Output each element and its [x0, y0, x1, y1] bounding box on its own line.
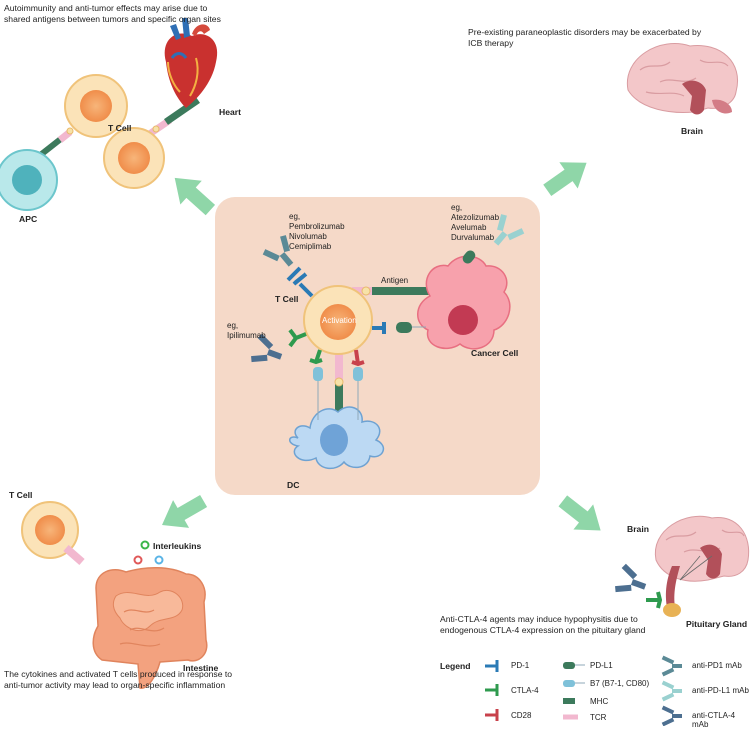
caption-bottom-right: Anti-CTLA-4 agents may induce hypophysit… — [440, 614, 645, 636]
label-t-cell-top: T Cell — [108, 123, 132, 133]
label-apc: APC — [19, 214, 38, 224]
arrow-top-right — [543, 162, 587, 197]
label-heart: Heart — [219, 107, 241, 117]
intestine-group — [21, 501, 208, 689]
interleukin-green — [140, 540, 150, 550]
legend-anti-ctla4: anti-CTLA-4 mAb — [692, 711, 736, 729]
cd28-receptor — [351, 349, 365, 367]
pituitary-gland — [663, 603, 681, 617]
anti-ctla4-antibody — [251, 333, 283, 363]
label-dc: DC — [287, 480, 300, 490]
label-pituitary: Pituitary Gland — [686, 619, 748, 629]
legend-tcr: TCR — [590, 713, 607, 722]
brain-pituitary-group — [615, 515, 750, 617]
central-mechanism — [251, 214, 525, 470]
interleukin-blue — [154, 555, 164, 565]
drugs-ctla4: eg, Ipilimumab — [227, 321, 266, 341]
pd1-receptor-top — [292, 272, 314, 298]
brain-top-right — [626, 43, 738, 115]
legend-pdl1: PD-L1 — [590, 661, 613, 670]
drug-line: Ipilimumab — [227, 331, 266, 340]
drug-line: eg, — [289, 212, 301, 221]
drug-line: Cemiplimab — [289, 242, 332, 251]
drug-line: Durvalumab — [451, 233, 495, 242]
interleukin-red — [133, 555, 143, 565]
drugs-pdl1: eg, Atezolizumab Avelumab Durvalumab — [451, 203, 499, 243]
legend-mhc: MHC — [590, 697, 609, 706]
arrow-bottom-left — [162, 494, 208, 528]
arrows — [162, 162, 601, 531]
drugs-pd1: eg, Pembrolizumab Nivolumab Cemiplimab — [289, 212, 345, 252]
ctla4-receptor — [288, 328, 307, 348]
drug-line: Pembrolizumab — [289, 222, 345, 231]
drug-line: eg, — [451, 203, 463, 212]
caption-line: anti-tumor activity may lead to organ-sp… — [4, 680, 226, 690]
label-t-cell-bottom: T Cell — [9, 490, 33, 500]
label-t-cell-center: T Cell — [275, 294, 299, 304]
label-interleukins: Interleukins — [153, 541, 202, 551]
caption-line: ICB therapy — [468, 38, 514, 48]
legend-anti-pdl1: anti-PD-L1 mAb — [692, 686, 749, 695]
legend-cd28: CD28 — [511, 711, 532, 720]
arrow-top-left — [174, 177, 216, 216]
legend-anti-pd1: anti-PD1 mAb — [692, 661, 742, 670]
arrow-bottom-right — [558, 495, 601, 531]
caption-line: shared antigens between tumors and speci… — [4, 14, 221, 24]
caption-bottom-left: The cytokines and activated T cells prod… — [4, 669, 232, 691]
label-cancer-cell: Cancer Cell — [471, 348, 519, 358]
anti-pdl1-antibody — [493, 214, 525, 246]
heart-illustration — [164, 18, 218, 108]
label-brain-bottom: Brain — [627, 524, 649, 534]
caption-top-left: Autoimmunity and anti-tumor effects may … — [4, 3, 221, 25]
label-activation: Activation — [322, 316, 357, 325]
drug-line: Nivolumab — [289, 232, 327, 241]
legend-title: Legend — [440, 661, 471, 671]
legend-pd1: PD-1 — [511, 661, 530, 670]
label-intestine: Intestine — [183, 663, 219, 673]
drug-line: Avelumab — [451, 223, 487, 232]
caption-line: Pre-existing paraneoplastic disorders ma… — [468, 27, 702, 37]
caption-line: Anti-CTLA-4 agents may induce hypophysit… — [440, 614, 638, 624]
anti-ctla4-antibody-br — [615, 563, 647, 593]
drug-line: eg, — [227, 321, 239, 330]
caption-line: Autoimmunity and anti-tumor effects may … — [4, 3, 208, 13]
legend-ctla4: CTLA-4 — [511, 686, 539, 695]
legend-b7: B7 (B7-1, CD80) — [590, 679, 650, 688]
legend-symbols — [485, 655, 682, 726]
label-antigen: Antigen — [381, 276, 409, 285]
caption-top-right: Pre-existing paraneoplastic disorders ma… — [468, 27, 701, 49]
drug-line: Atezolizumab — [451, 213, 500, 222]
apc-tcell-group — [0, 18, 218, 211]
cancer-cell — [417, 255, 511, 350]
caption-line: The cytokines and activated T cells prod… — [4, 669, 233, 679]
caption-line: endogenous CTLA-4 expression on the pitu… — [440, 625, 646, 635]
label-brain-top: Brain — [681, 126, 703, 136]
anti-pd1-antibody — [262, 235, 294, 267]
